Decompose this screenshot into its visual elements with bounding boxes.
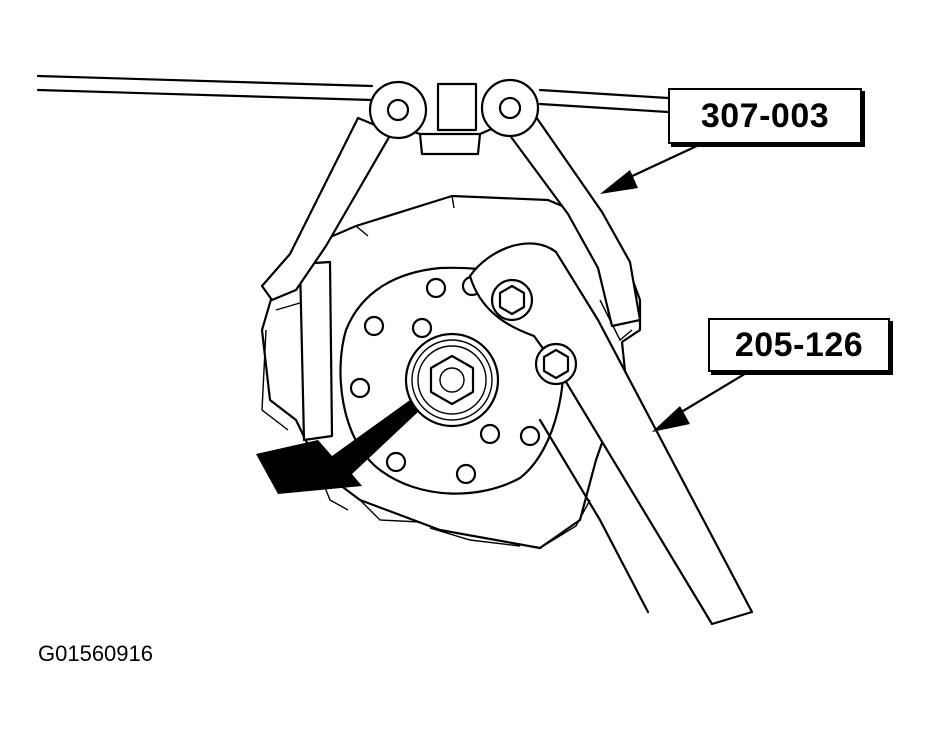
tool-pivot-left xyxy=(368,80,428,140)
bolt-hex xyxy=(542,348,570,380)
callout-label-205-126: 205-126 xyxy=(708,318,890,372)
callout-leader-205 xyxy=(652,364,760,432)
flange-bolt-hole xyxy=(425,277,447,299)
flange-bolt-hole xyxy=(411,317,433,339)
pointer-arrow xyxy=(256,400,418,494)
callout-leader-307 xyxy=(600,136,716,194)
flange-bolt-hole xyxy=(385,451,407,473)
callout-label-307-003: 307-003 xyxy=(668,88,862,144)
flange-bolt-hole xyxy=(363,315,385,337)
flange-bolt-hole xyxy=(455,463,477,485)
flange-bolt-hole xyxy=(519,425,541,447)
flange-bolt-hole xyxy=(479,423,501,445)
figure-id: G01560916 xyxy=(38,641,153,666)
bolt-hex xyxy=(498,284,526,316)
tool-pivot-right xyxy=(480,78,540,138)
holding-fixture-rail xyxy=(36,74,670,114)
tool-205-126-bar xyxy=(468,242,754,626)
tool-307-003-arms xyxy=(260,82,642,328)
pinion-nut xyxy=(404,332,500,428)
housing-rib xyxy=(298,260,334,442)
flange-bolt-hole xyxy=(349,377,371,399)
